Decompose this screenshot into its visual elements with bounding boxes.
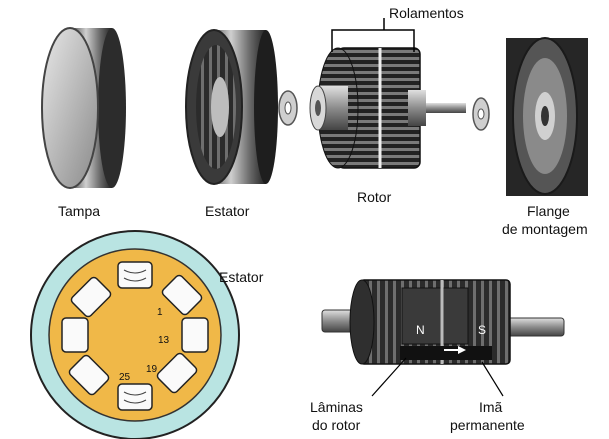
estator-cylinder: [185, 29, 278, 185]
rotor-with-magnet: [321, 279, 565, 365]
rotor-assembly: [309, 47, 466, 169]
rotor-label-pointers: [371, 357, 504, 397]
label-ima-line2: permanente: [450, 417, 525, 433]
label-rolamentos: Rolamentos: [389, 5, 464, 21]
label-pole-n: N: [416, 323, 425, 337]
label-ima-line1: Imã: [479, 399, 503, 415]
tampa-cover: [41, 27, 126, 189]
label-pole-s: S: [478, 323, 487, 337]
flange-de-montagem: [506, 37, 588, 196]
label-flange-line2: de montagem: [502, 221, 588, 237]
label-flange-line1: Flange: [527, 203, 570, 219]
label-estator-top: Estator: [205, 203, 250, 219]
pole-number-1: 1: [157, 307, 163, 318]
label-laminas-line1: Lâminas: [310, 399, 363, 415]
pole-number-13: 13: [158, 335, 170, 346]
estator-cross-section: [30, 230, 240, 439]
washer-right: [472, 97, 490, 131]
label-estator-bottom: Estator: [219, 269, 264, 285]
pole-number-25: 25: [119, 372, 131, 383]
label-tampa: Tampa: [58, 203, 101, 219]
pole-number-19: 19: [146, 364, 158, 375]
rolamentos-pointer: [331, 18, 415, 52]
stator-poles: [61, 261, 209, 411]
washer-left: [278, 90, 298, 126]
label-rotor: Rotor: [357, 189, 392, 205]
label-laminas-line2: do rotor: [312, 417, 361, 433]
